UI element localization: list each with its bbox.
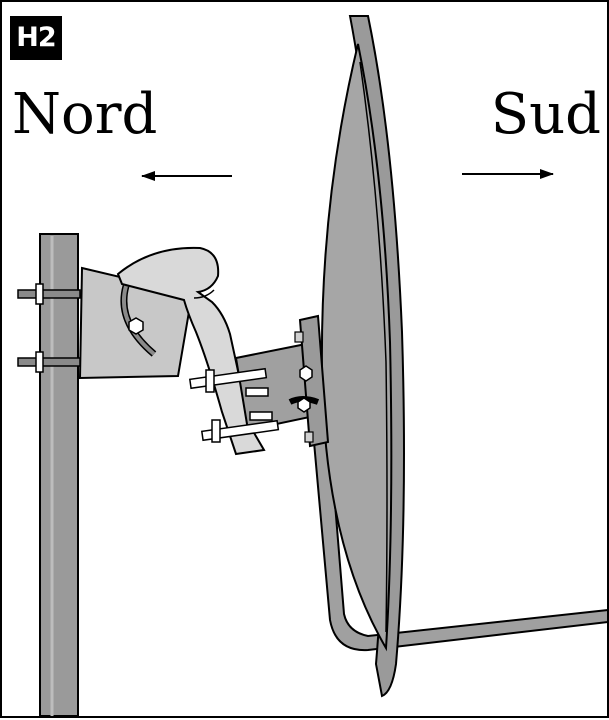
south-label: Sud [490,82,601,147]
arm-clamp-bolt-upper [188,367,269,397]
support-arm [312,441,609,652]
arm-clamp-bolt-lower [200,411,280,443]
mast-pole [39,233,79,717]
step-badge: H2 [10,16,62,60]
dish-mount-bracket [234,314,330,448]
mounting-arm [116,246,266,456]
dish-reflector [320,43,393,652]
north-label: Nord [12,82,158,147]
pole-u-bolt-lower [17,351,81,373]
pole-u-bolt-upper [17,283,81,305]
